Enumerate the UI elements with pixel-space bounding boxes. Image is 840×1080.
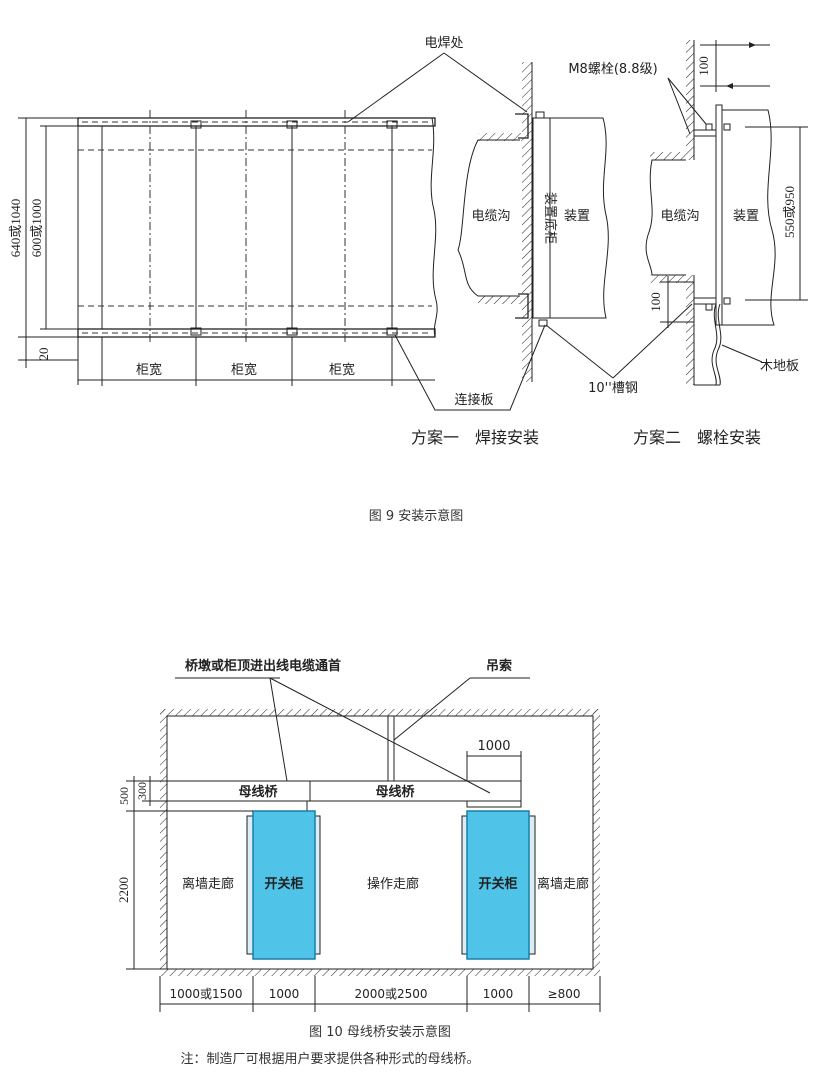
weld-location-label: 电焊处 <box>424 35 463 51</box>
cabinet-width-dims: 柜宽 柜宽 柜宽 <box>78 337 435 386</box>
dim-100-bottom: 100 <box>648 292 663 312</box>
figure-10-note: 注：制造厂可根据用户要求提供各种形式的母线桥。 <box>180 1051 479 1067</box>
bolt-spec-label: M8螺栓(8.8级) <box>568 62 657 77</box>
dim-600-1000: 600或1000 <box>29 199 44 258</box>
dim-500: 500 <box>117 787 131 805</box>
right-cabinet-label: 开关柜 <box>478 876 517 892</box>
device-2: 装置 <box>733 209 759 224</box>
hanger-label: 吊索 <box>486 658 512 674</box>
cabinet-width-2: 柜宽 <box>231 362 257 378</box>
device-base-label: 装置底柜 <box>542 192 558 244</box>
dim-300: 300 <box>135 782 149 800</box>
cabinet-width-1: 柜宽 <box>136 362 162 378</box>
dim-2200: 2200 <box>116 877 131 903</box>
figure-9-caption: 图 9 安装示意图 <box>369 508 464 524</box>
cable-trench-2: 电缆沟 <box>660 208 699 224</box>
cable-trench-1: 电缆沟 <box>471 208 510 224</box>
operating-corridor-label: 操作走廊 <box>367 876 419 892</box>
dim-550-950: 550或950 <box>782 186 797 238</box>
dim-bottom-4: 1000 <box>483 987 514 1001</box>
wood-floor-label: 木地板 <box>760 359 799 374</box>
corridor-wall-left: 离墙走廊 <box>182 876 234 892</box>
channel-steel-label: 10''槽钢 <box>588 381 638 396</box>
weld-label: 电焊处 <box>347 35 528 123</box>
pier-label: 桥墩或柜顶进出线电缆通首 <box>185 658 341 674</box>
dim-bottom-5: ≥800 <box>548 987 581 1001</box>
scheme2-section: 电缆沟 装置 100 550或950 100 M8螺栓(8.8级) 木地板 <box>545 40 808 396</box>
dim-1000-top: 1000 <box>477 739 510 754</box>
busbar-bridge-left: 母线桥 <box>238 784 278 800</box>
figure-10: 母线桥 母线桥 开关柜 开关柜 离墙走廊 操作走廊 离墙走廊 桥墩或柜顶进出线电… <box>116 658 601 1067</box>
left-dimensions: 640或1040 600或1000 20 <box>8 117 79 385</box>
scheme1-title: 方案一 焊接安装 <box>411 428 539 447</box>
cabinet-width-3: 柜宽 <box>329 362 355 378</box>
dim-640-1040: 640或1040 <box>8 199 23 258</box>
left-switch-cabinet <box>252 810 316 960</box>
device-1: 装置 <box>564 209 590 224</box>
busbar-bridge-assembly: 母线桥 母线桥 <box>166 716 522 812</box>
right-switch-cabinet <box>466 810 530 960</box>
dim-20: 20 <box>36 348 51 361</box>
figure-10-caption: 图 10 母线桥安装示意图 <box>309 1024 451 1040</box>
dim-100-top: 100 <box>696 56 711 76</box>
corridor-wall-right: 离墙走廊 <box>537 876 589 892</box>
switch-cabinets: 开关柜 开关柜 <box>246 810 536 960</box>
scheme2-title: 方案二 螺栓安装 <box>633 428 761 447</box>
busbar-bridge-middle: 母线桥 <box>375 784 415 800</box>
base-frame-plan <box>77 110 438 345</box>
bottom-dimensions: 1000或1500 1000 2000或2500 1000 ≥800 <box>159 976 601 1012</box>
scheme1-section: 电缆沟 装置底柜 装置 <box>457 62 609 382</box>
dim-bottom-2: 1000 <box>269 987 300 1001</box>
dim-bottom-3: 2000或2500 <box>354 987 427 1001</box>
connect-plate-text: 连接板 <box>454 392 493 408</box>
left-cabinet-label: 开关柜 <box>264 876 303 892</box>
figure-9: 640或1040 600或1000 20 柜宽 柜宽 柜宽 电焊处 连接板 <box>8 35 808 524</box>
dim-bottom-1: 1000或1500 <box>169 987 242 1001</box>
